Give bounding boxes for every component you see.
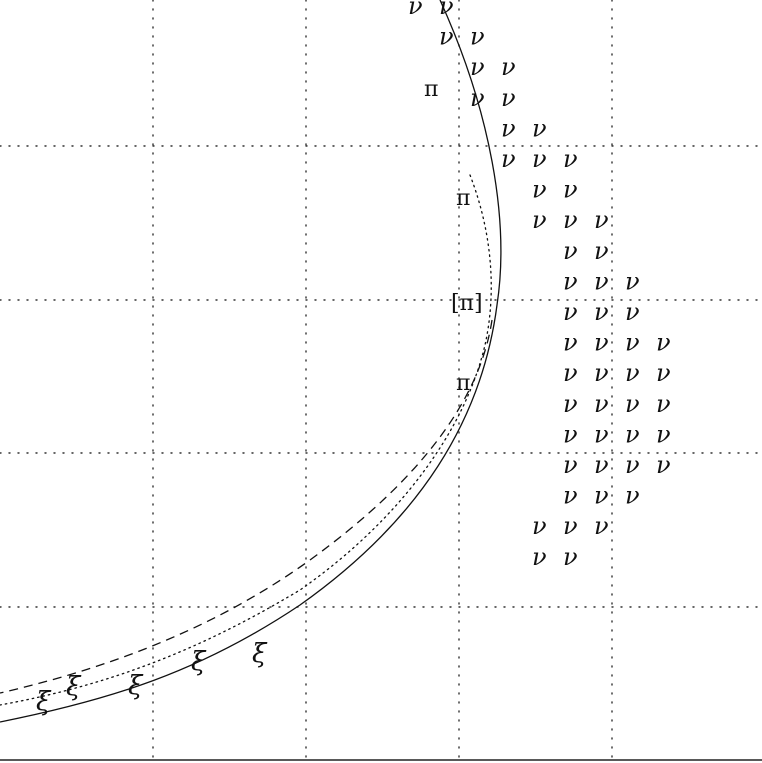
- nu-symbol: ν: [594, 329, 609, 357]
- nu-symbol: ν: [594, 359, 609, 387]
- nu-symbol: ν: [501, 145, 516, 173]
- nu-symbol: ν: [594, 482, 609, 510]
- nu-symbol: ν: [594, 298, 609, 326]
- pi-label-upper: π: [424, 77, 438, 102]
- pi-label-middle: π: [456, 186, 470, 211]
- nu-symbol: ν: [563, 329, 578, 357]
- solid-curve: [0, 0, 502, 723]
- nu-symbol: ν: [625, 329, 640, 357]
- pi-label-bracketed: [π]: [451, 291, 483, 316]
- nu-symbol: ν: [532, 176, 547, 204]
- nu-symbol: ν: [532, 206, 547, 234]
- nu-symbol: ν: [501, 114, 516, 142]
- nu-symbol: ν: [501, 84, 516, 112]
- nu-symbol: ν: [656, 329, 671, 357]
- nu-symbol: ν: [563, 543, 578, 571]
- nu-symbol: ν: [532, 512, 547, 540]
- nu-symbol: ν: [532, 543, 547, 571]
- nu-symbol: ν: [439, 0, 454, 20]
- nu-symbol: ν: [594, 512, 609, 540]
- nu-symbol: ν: [439, 23, 454, 51]
- nu-symbol: ν: [625, 451, 640, 479]
- nu-symbol: ν: [532, 145, 547, 173]
- nu-symbol: ν: [625, 482, 640, 510]
- nu-symbol: ν: [470, 53, 485, 81]
- nu-symbol: ν: [408, 0, 423, 20]
- nu-symbol: ν: [656, 451, 671, 479]
- nu-symbol: ν: [563, 176, 578, 204]
- nu-symbol: ν: [656, 390, 671, 418]
- nu-symbol: ν: [625, 267, 640, 295]
- nu-symbol: ν: [594, 451, 609, 479]
- nu-symbol: ν: [625, 420, 640, 448]
- nu-symbol: ν: [563, 298, 578, 326]
- xi-label-3: ξ: [128, 671, 144, 701]
- nu-symbol: ν: [470, 84, 485, 112]
- nu-symbol: ν: [625, 298, 640, 326]
- nu-symbol: ν: [501, 53, 516, 81]
- nu-symbol: ν: [563, 512, 578, 540]
- nu-symbol: ν: [563, 267, 578, 295]
- nu-symbol: ν: [532, 114, 547, 142]
- nu-symbol: ν: [563, 145, 578, 173]
- pi-label-lower: π: [456, 371, 470, 396]
- nu-symbol: ν: [470, 23, 485, 51]
- nu-symbol: ν: [563, 359, 578, 387]
- nu-symbol: ν: [563, 206, 578, 234]
- nu-symbol: ν: [563, 390, 578, 418]
- nu-symbol: ν: [625, 390, 640, 418]
- nu-symbol: ν: [594, 390, 609, 418]
- nu-symbol: ν: [656, 359, 671, 387]
- xi-label-5: ξ: [252, 639, 268, 669]
- xi-label-1: ξ: [36, 687, 52, 717]
- dashed-curve: [0, 319, 493, 694]
- nu-symbol: ν: [563, 451, 578, 479]
- nu-symbol: ν: [594, 237, 609, 265]
- nu-symbol: ν: [656, 420, 671, 448]
- nu-symbol: ν: [594, 267, 609, 295]
- xi-label-4: ξ: [191, 647, 207, 677]
- nu-symbol: ν: [594, 206, 609, 234]
- nu-symbol: ν: [563, 237, 578, 265]
- nu-symbol: ν: [594, 420, 609, 448]
- nu-symbol: ν: [625, 359, 640, 387]
- dotted-curve: [0, 174, 492, 706]
- xi-label-2: ξ: [66, 672, 82, 702]
- nu-symbol: ν: [563, 420, 578, 448]
- nu-symbol: ν: [563, 482, 578, 510]
